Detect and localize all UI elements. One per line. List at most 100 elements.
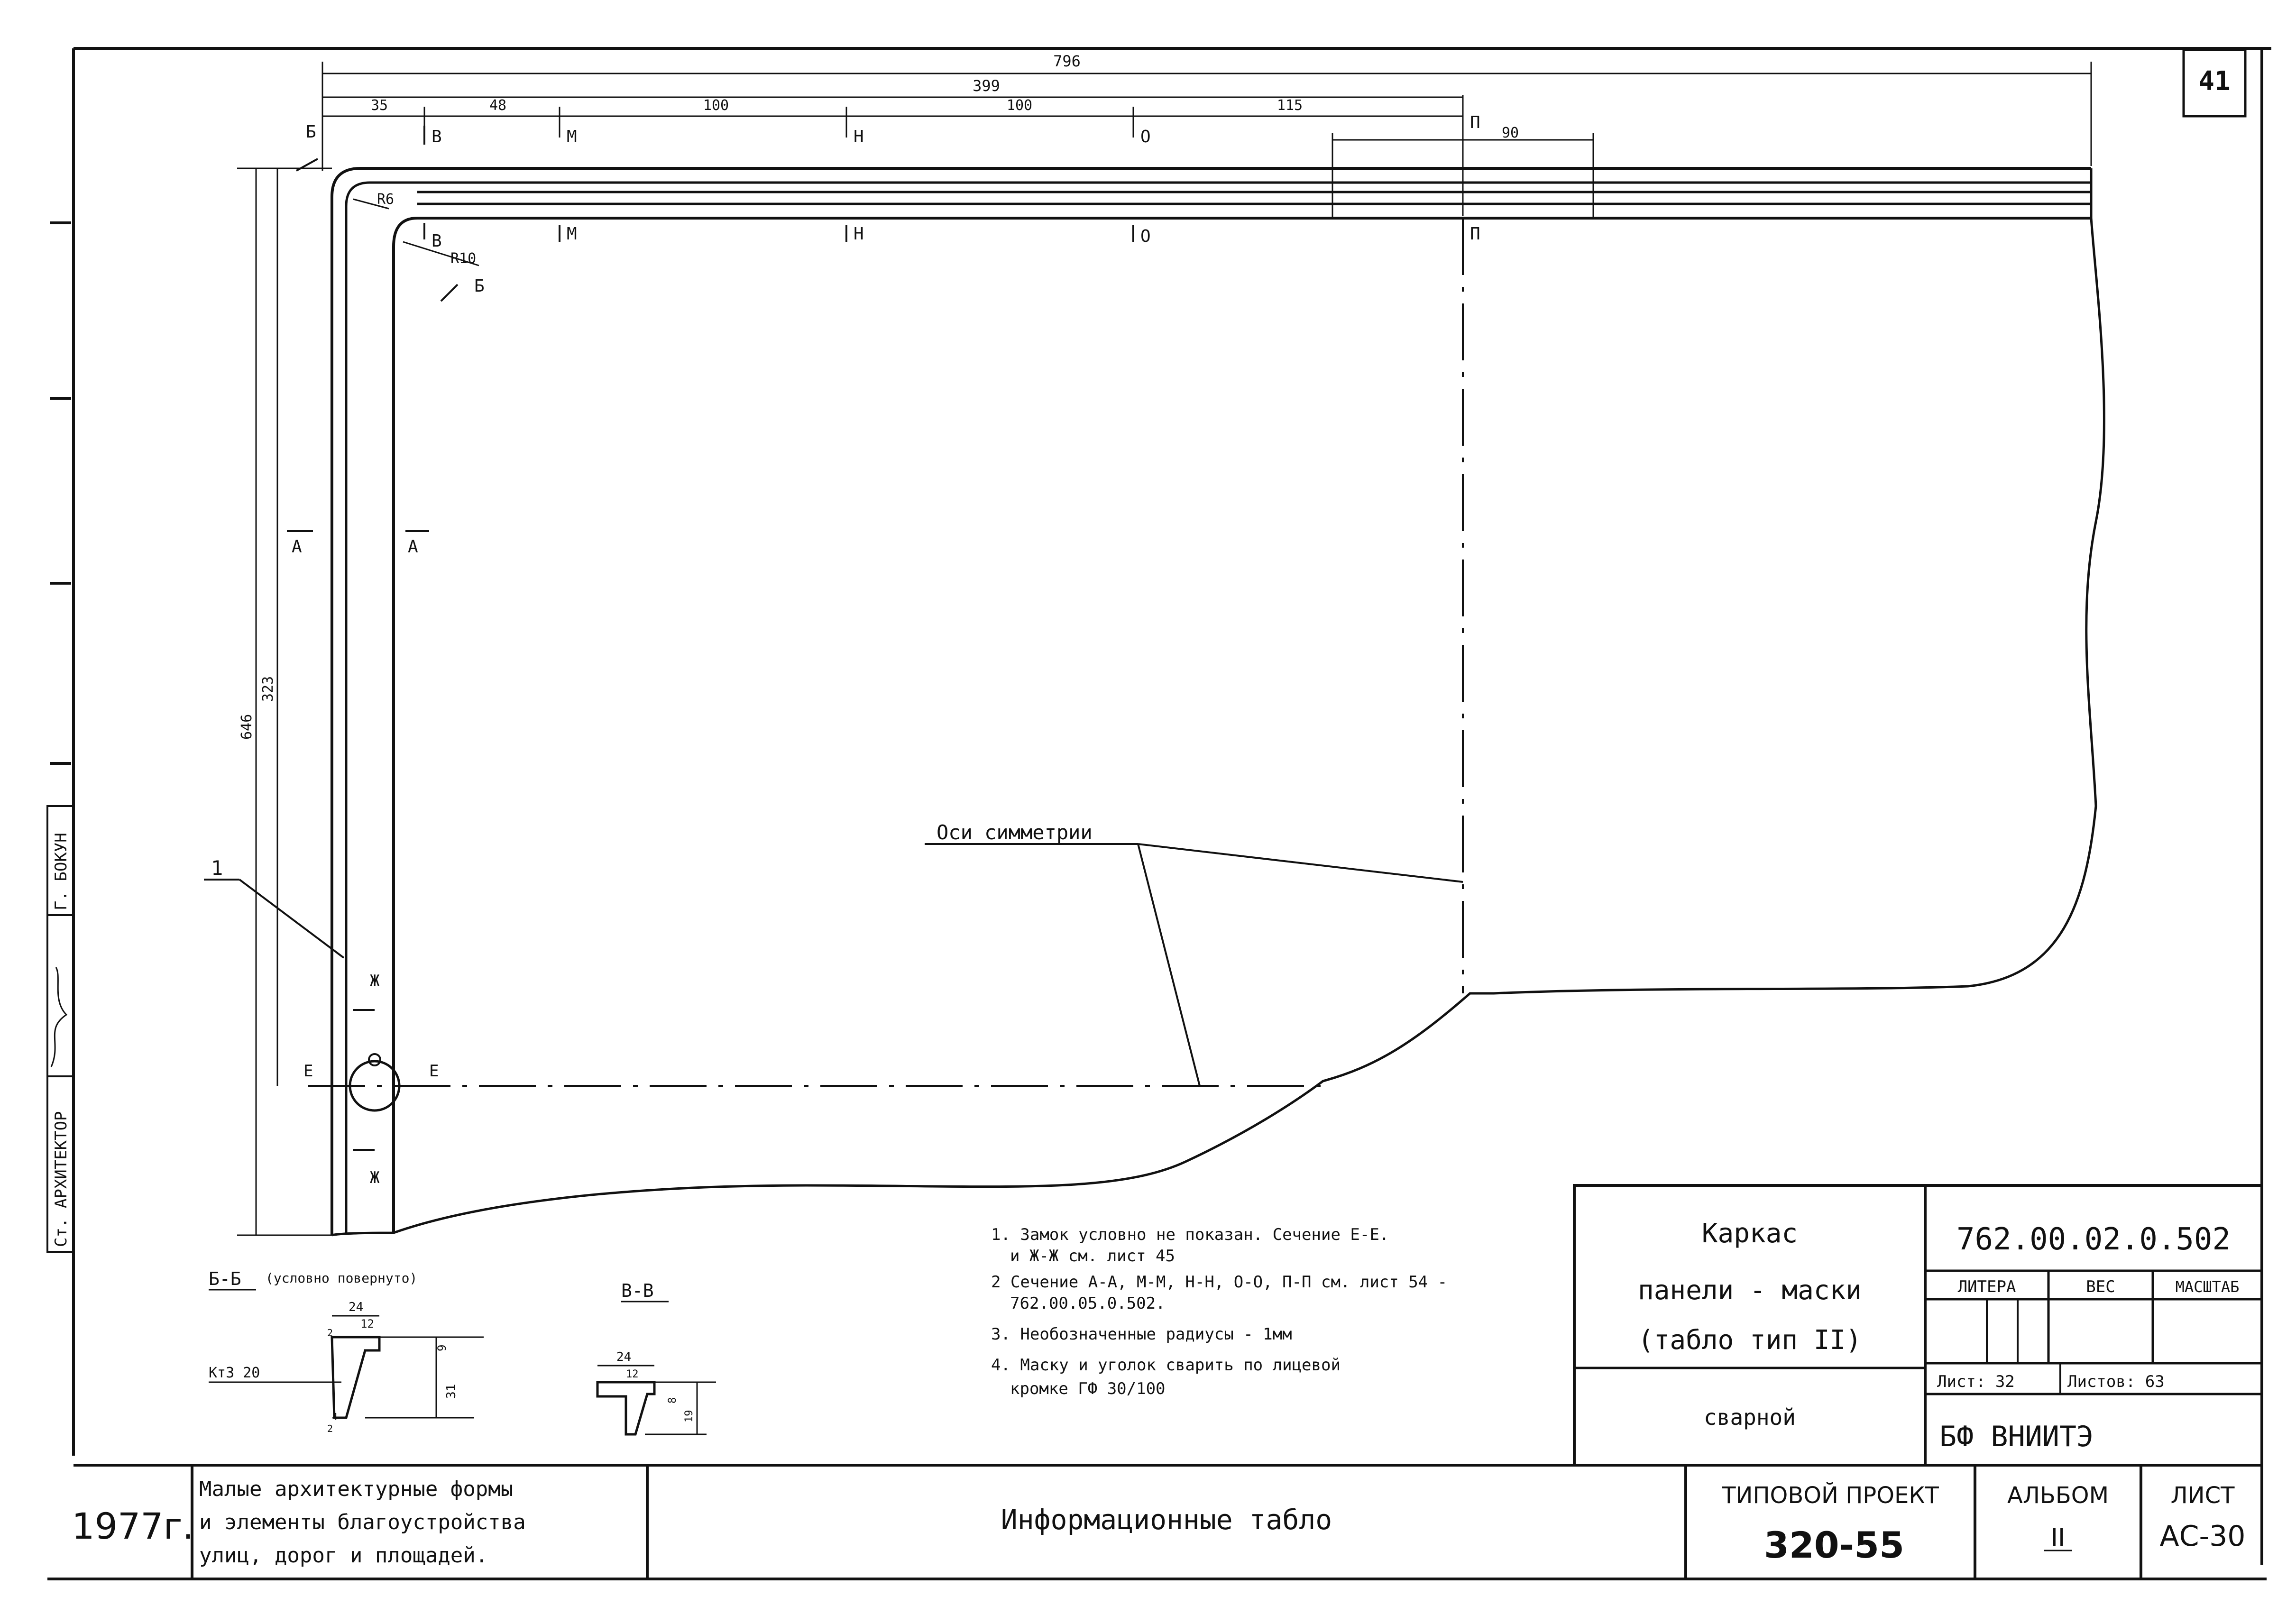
title-line-2: панели - маски [1638, 1275, 1862, 1306]
frame-drawing: Оси симметрии 1 [204, 167, 2105, 1237]
title-line-3: (табло тип II) [1638, 1325, 1862, 1356]
title-subtitle: сварной [1704, 1404, 1796, 1430]
radius-outer: R6 [377, 191, 394, 208]
dim-796: 796 [1053, 52, 1081, 70]
section-bb-note: (условно повернуто) [266, 1270, 417, 1286]
dim-323: 323 [260, 676, 276, 702]
frame-outer-edge-2 [345, 181, 2091, 1233]
dim-646: 646 [239, 714, 255, 740]
notes: 1. Замок условно не показан. Сечение Е-Е… [991, 1225, 1447, 1398]
col-ves: ВЕС [2086, 1277, 2115, 1296]
project-value: 320-55 [1764, 1524, 1904, 1566]
break-line [331, 218, 2105, 1237]
mark-o-top: О [1140, 127, 1151, 147]
section-bb-t4: 4 [332, 1411, 338, 1422]
mark-a-right: А [408, 537, 418, 557]
sheet-frame [47, 47, 2271, 1580]
dim-115: 115 [1277, 97, 1303, 114]
section-bb-24: 24 [349, 1300, 363, 1314]
project-label: ТИПОВОЙ ПРОЕКТ [1721, 1482, 1939, 1509]
section-bb-t2b: 2 [327, 1423, 333, 1434]
dim-100-a: 100 [703, 97, 729, 114]
note-2a: 2 Сечение А-А, М-М, Н-Н, О-О, П-П см. ли… [991, 1273, 1447, 1292]
section-vv-12: 12 [626, 1368, 639, 1380]
note-4b: кромке ГФ 30/100 [1010, 1379, 1166, 1398]
stamp-role: Ст. АРХИТЕКТОР [52, 1111, 71, 1247]
list-value: АС-30 [2160, 1520, 2246, 1553]
item-callout: 1 [211, 856, 223, 880]
radius-inner: R10 [450, 250, 476, 267]
mark-v-bottom: В [432, 231, 442, 251]
section-bb: Б-Б (условно повернуто) 24 12 9 31 2 4 2… [209, 1268, 484, 1434]
note-1a: 1. Замок условно не показан. Сечение Е-Е… [991, 1225, 1389, 1244]
section-bb-9: 9 [435, 1345, 449, 1351]
section-vv-title: В-В [621, 1280, 654, 1301]
year: 1977г. [72, 1505, 194, 1547]
section-bb-title: Б-Б [209, 1268, 241, 1289]
section-vv-8: 8 [667, 1397, 679, 1404]
note-3: 3. Необозначенные радиусы - 1мм [991, 1325, 1292, 1344]
dim-48: 48 [489, 97, 506, 114]
section-vv-24: 24 [616, 1350, 631, 1364]
album-label: АЛЬБОМ [2007, 1482, 2109, 1509]
mark-m-top: М [567, 127, 577, 147]
section-bb-12: 12 [360, 1317, 374, 1330]
section-vv: В-В 24 12 8 19 [596, 1280, 716, 1436]
mark-zh-bottom: Ж [370, 1168, 380, 1187]
mark-a-left: А [292, 537, 302, 557]
mark-b-bottom: Б [474, 276, 485, 296]
dim-35: 35 [371, 97, 388, 114]
center-title: Информационные табло [1001, 1504, 1332, 1536]
album-value: II [2051, 1523, 2066, 1552]
series-line-1: Малые архитектурные формы [199, 1477, 513, 1501]
mark-p-bottom: П [1470, 224, 1480, 244]
series-line-2: и элементы благоустройства [199, 1510, 526, 1534]
list-label: ЛИСТ [2171, 1482, 2235, 1509]
title-block: Каркас панели - маски (табло тип II) сва… [1573, 1184, 2263, 1467]
mark-e-right: Е [429, 1062, 439, 1081]
mark-n-bottom: Н [854, 224, 864, 244]
lock-hole [349, 1060, 401, 1112]
sheet-label: Лист: 32 [1937, 1372, 2015, 1391]
note-1b: и Ж-Ж см. лист 45 [1010, 1247, 1175, 1266]
section-bb-t2a: 2 [327, 1327, 333, 1339]
frame-inner-edge [392, 217, 2091, 1233]
mark-v-top: В [432, 127, 442, 147]
col-masshtab: МАСШТАБ [2176, 1278, 2240, 1296]
mark-zh-top: Ж [370, 972, 380, 991]
left-dimensions: 646 323 [237, 167, 332, 1236]
mark-n-top: Н [854, 127, 864, 147]
series-line-3: улиц, дорог и площадей. [199, 1543, 488, 1568]
col-litera: ЛИТЕРА [1958, 1277, 2016, 1296]
approval-stamp: Ст. АРХИТЕКТОР Г. БОКУН [46, 805, 74, 1253]
section-bb-31: 31 [444, 1384, 459, 1399]
signature [50, 967, 68, 1067]
mark-o-bottom: О [1140, 227, 1151, 246]
mark-b-top: Б [306, 122, 316, 142]
org-name: БФ ВНИИТЭ [1939, 1420, 2094, 1453]
section-vv-19: 19 [683, 1410, 695, 1423]
bottom-strip: 1977г. Малые архитектурные формы и элеме… [72, 1464, 2262, 1579]
dim-90: 90 [1502, 125, 1519, 141]
mark-e-left: Е [303, 1062, 313, 1081]
doc-number: 762.00.02.0.502 [1956, 1222, 2231, 1257]
section-marks: Б Б В В М М Н Н О О П П А А Е Е Ж Ж R6 R… [287, 113, 1480, 1187]
stamp-name: Г. БОКУН [52, 833, 71, 910]
sheet-corner-number: 41 [2198, 66, 2230, 97]
top-dimensions: 796 399 35 48 100 100 115 90 [321, 52, 2092, 218]
section-vv-profile [596, 1381, 656, 1436]
dim-399: 399 [973, 77, 1000, 95]
mark-p-top: П [1470, 113, 1480, 132]
symmetry-label: Оси симметрии [937, 821, 1093, 844]
section-bb-weld: Кт3 20 [209, 1365, 260, 1381]
note-4a: 4. Маску и уголок сварить по лицевой [991, 1356, 1341, 1375]
sheets-label: Листов: 63 [2067, 1372, 2165, 1391]
frame-outer-edge [331, 167, 2091, 1235]
sheet-corner-box: 41 [2182, 48, 2247, 118]
note-2b: 762.00.05.0.502. [1010, 1294, 1166, 1313]
section-bb-profile [331, 1336, 381, 1419]
title-line-1: Каркас [1702, 1218, 1798, 1249]
mark-m-bottom: М [567, 224, 577, 244]
dim-100-b: 100 [1007, 97, 1032, 114]
